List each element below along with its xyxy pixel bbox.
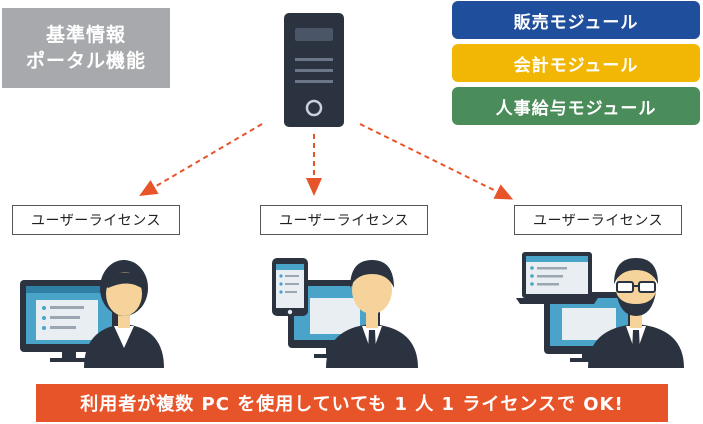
license-label-right: ユーザーライセンス <box>514 205 682 235</box>
laptop-icon <box>516 252 598 304</box>
arrow-right <box>359 123 514 200</box>
module-sales: 販売モジュール <box>452 1 700 39</box>
module-accounting: 会計モジュール <box>452 44 700 82</box>
footer-banner-text: 利用者が複数 PC を使用していても 1 人 1 ライセンスで OK! <box>80 394 624 415</box>
license-label-left: ユーザーライセンス <box>12 205 180 235</box>
man-avatar-icon <box>326 260 418 368</box>
portal-line2: ポータル機能 <box>25 50 146 72</box>
arrow-left <box>139 123 263 197</box>
user-group-left <box>20 260 164 368</box>
server-icon <box>284 13 344 127</box>
portal-box: 基準情報 ポータル機能 <box>2 8 170 88</box>
module-hr-payroll: 人事給与モジュール <box>452 87 700 125</box>
tablet-icon <box>272 258 308 316</box>
woman-avatar-icon <box>84 260 164 368</box>
license-label-center: ユーザーライセンス <box>260 205 428 235</box>
user-group-center <box>272 258 418 368</box>
portal-line1: 基準情報 <box>45 24 126 46</box>
man-glasses-avatar-icon <box>588 258 684 368</box>
user-group-right <box>516 252 684 368</box>
footer-banner: 利用者が複数 PC を使用していても 1 人 1 ライセンスで OK! <box>36 384 668 422</box>
